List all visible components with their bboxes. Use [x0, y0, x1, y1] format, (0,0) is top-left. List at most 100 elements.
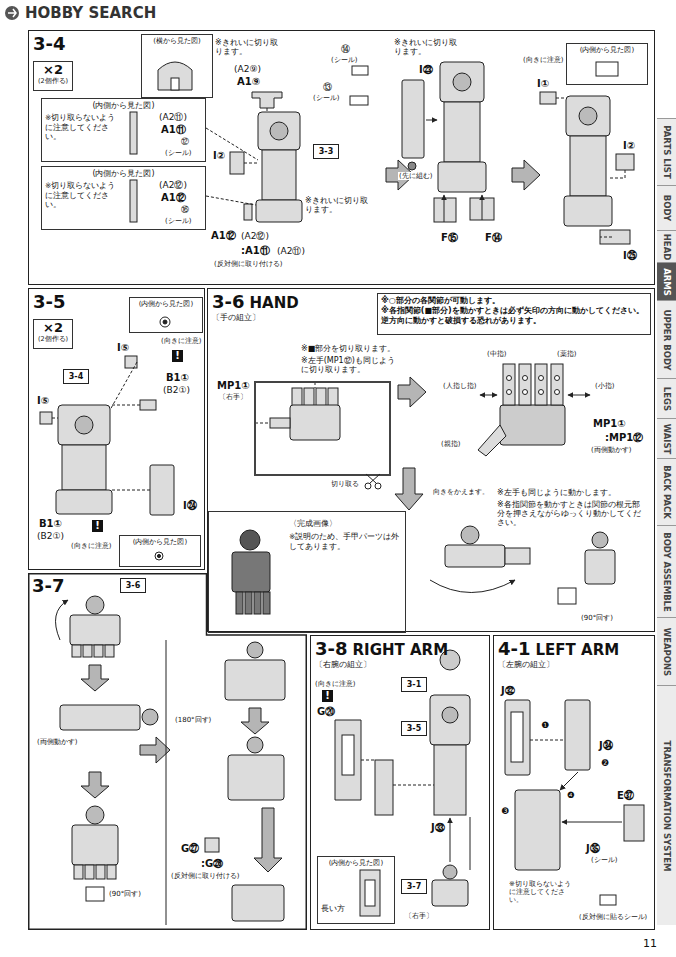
part-drawing — [539, 390, 544, 395]
part-drawing — [160, 317, 170, 327]
node-text: 長い方 — [321, 904, 391, 913]
part-drawing — [360, 870, 380, 916]
arrow — [560, 772, 578, 790]
callout-label: :A1⑪ — [240, 245, 271, 257]
tab-label: BODY — [662, 195, 672, 221]
step-ref-box: 3-5 — [401, 721, 427, 736]
section-tab: PARTS LIST — [657, 118, 676, 185]
callout-label: G⑳ — [316, 706, 336, 718]
section-tab: WAIST — [657, 418, 676, 458]
node-heading: 3-8 — [315, 639, 348, 659]
part-drawing — [163, 320, 167, 324]
node-heading: 3-5 — [33, 292, 66, 312]
part-drawing — [443, 865, 457, 879]
callout-label: 〔右手〕 — [218, 393, 248, 401]
part-drawing — [130, 180, 137, 222]
part-drawing — [86, 887, 104, 901]
node-heading: 3-7 — [402, 880, 426, 893]
callout-label: ⑯ — [180, 205, 190, 214]
callout-label: ⑫ — [180, 137, 190, 146]
view-box: (横から見た図) — [141, 34, 213, 98]
callout-label: (シール) — [590, 856, 618, 864]
tab-label: PARTS LIST — [662, 125, 672, 179]
node-text: (2個作る) — [35, 335, 71, 344]
callout-label: MP1① — [592, 418, 627, 430]
node-heading: ×2 — [35, 63, 71, 77]
part-drawing — [365, 880, 375, 906]
node-heading: (内側から見た図) — [570, 46, 644, 55]
callout-label: (先に組む) — [398, 172, 433, 180]
part-drawing — [94, 645, 103, 657]
callout-label: (B2①) — [36, 531, 65, 541]
part-drawing — [75, 416, 93, 434]
node-text: HAND — [250, 293, 299, 313]
callout-label: ※各指関節を動かすときは関節の根元部分を押さえながらゆっくり動かしてください。 — [496, 500, 648, 528]
part-drawing — [511, 712, 523, 762]
leader-line — [556, 98, 566, 99]
leader-line — [361, 760, 375, 761]
part-drawing — [270, 122, 288, 140]
callout-label: I② — [622, 140, 636, 152]
node-text: ※各指関節(■部分)を動かすときは必ず矢印の方向に動かしてください。逆方向に動か… — [381, 306, 647, 326]
callout-label: ※切り取らないように注意してください。 — [508, 880, 572, 904]
callout-label: :G㉖ — [200, 858, 224, 870]
part-drawing — [236, 592, 243, 614]
part-drawing — [252, 92, 282, 108]
node-heading: (内側から見た図) — [133, 300, 199, 309]
leader-line — [110, 362, 137, 410]
node-heading: ×2 — [35, 321, 71, 335]
node-heading: 3-6 — [212, 292, 245, 312]
callout-label: I㉔ — [182, 500, 198, 512]
view-box: 〈完成画像〉※説明のため、手甲パーツは外してあります。 — [208, 511, 406, 633]
view-box: (内側から見た図) — [119, 535, 201, 567]
scissors-icon — [365, 483, 371, 489]
arrow — [56, 600, 69, 640]
step-arrow — [395, 468, 423, 510]
callout-label: (人指し指) — [442, 382, 477, 390]
node-heading: (内側から見た図) — [321, 859, 391, 868]
sprue — [255, 382, 390, 475]
callout-label: I② — [212, 150, 226, 162]
view-box: (内側から見た図) 長い方 — [317, 856, 395, 924]
part-drawing — [402, 80, 424, 158]
node-heading: (内側から見た図) — [45, 101, 202, 111]
part-drawing — [335, 720, 361, 800]
node-heading: (内側から見た図) — [123, 538, 197, 547]
callout-label: (両側動かす) — [36, 738, 78, 746]
section-tab: LEGS — [657, 378, 676, 418]
part-drawing — [157, 554, 160, 557]
callout-label: F⑭ — [484, 232, 503, 244]
callout-label: ! — [92, 520, 103, 532]
part-drawing — [86, 596, 104, 614]
callout-label: (向きに注意) — [522, 56, 564, 64]
part-drawing — [125, 356, 137, 368]
step-arrow — [512, 160, 540, 190]
callout-label: (小指) — [594, 382, 615, 390]
part-drawing — [352, 66, 368, 75]
callout-label: ※■部分を切り取ります。 — [300, 344, 396, 353]
part-drawing — [540, 92, 556, 104]
callout-label: (B2①) — [162, 385, 191, 395]
callout-label: (反対側に取り付ける) — [170, 872, 240, 880]
part-drawing — [72, 825, 118, 865]
part-drawing — [445, 545, 505, 567]
part-drawing — [600, 230, 630, 244]
part-drawing — [316, 388, 326, 406]
callout-label: J㉞ — [598, 740, 614, 752]
part-drawing — [60, 705, 140, 730]
callout-label: MP1① — [216, 380, 251, 392]
node-text: 〔左腕の組立〕 — [498, 660, 650, 670]
callout-label: (90°回す) — [580, 614, 614, 622]
callout-label: (両側動かす) — [590, 446, 632, 454]
part-drawing — [375, 760, 393, 815]
leader-line — [110, 405, 140, 406]
callout-label: A1⑪ — [160, 124, 187, 136]
step-arrow — [254, 808, 282, 872]
step-ref-box: 3-1 — [401, 677, 427, 692]
step-panel: 3-73-6 — [28, 573, 307, 930]
step-arrow — [81, 772, 109, 798]
arrow — [568, 395, 590, 396]
callout-label: ※きれいに切り取ります。 — [214, 38, 280, 56]
callout-label: (向きに注意) — [314, 680, 356, 688]
